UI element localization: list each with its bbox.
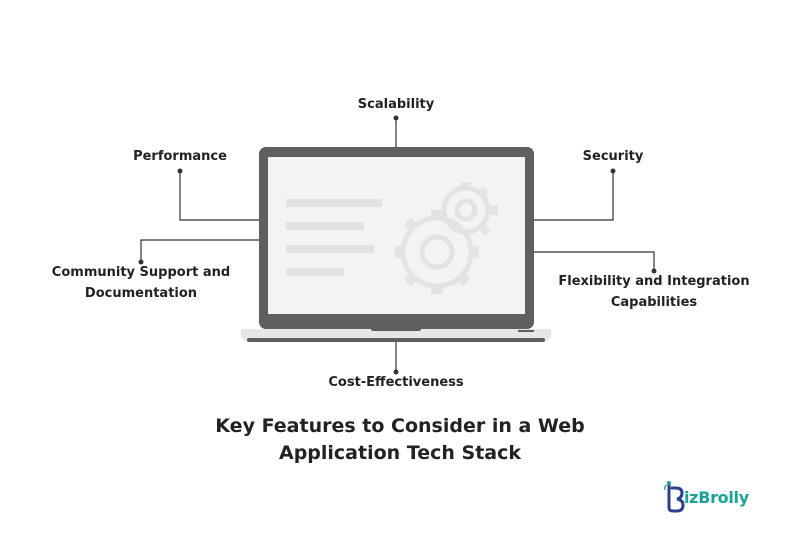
feature-flexibility-line2: Capabilities xyxy=(610,295,698,310)
connector-lines xyxy=(140,118,655,372)
gear-large-inner xyxy=(419,234,455,270)
feature-flexibility-line1: Flexibility and Integration xyxy=(558,274,750,289)
connector-dots xyxy=(138,115,657,375)
title-line-1: Key Features to Consider in a Web xyxy=(215,415,585,437)
feature-cost-effectiveness: Cost-Effectiveness xyxy=(328,375,464,390)
bizbrolly-logo: izBrolly xyxy=(664,480,764,514)
feature-flexibility: Flexibility and Integration Capabilities xyxy=(549,271,759,313)
laptop-hinge-notch xyxy=(371,326,421,331)
dot-flexibility xyxy=(651,268,657,274)
laptop-base-detail xyxy=(518,330,534,332)
diagram-title: Key Features to Consider in a Web Applic… xyxy=(150,413,650,467)
feature-community-line2: Documentation xyxy=(84,286,198,301)
dot-cost xyxy=(393,369,399,375)
title-line-2: Application Tech Stack xyxy=(278,442,522,464)
dot-security xyxy=(610,168,616,174)
logo-mark-icon xyxy=(664,481,685,513)
connector-security xyxy=(533,171,614,221)
feature-performance: Performance xyxy=(133,149,227,164)
logo-text: izBrolly xyxy=(684,488,749,507)
gear-teeth xyxy=(395,182,498,294)
feature-community-line1: Community Support and xyxy=(51,265,231,280)
feature-community-support: Community Support and Documentation xyxy=(41,262,241,304)
gear-small-inner xyxy=(454,198,478,222)
dot-performance xyxy=(177,168,183,174)
content-line-3 xyxy=(286,245,374,253)
laptop-base-bottom xyxy=(247,338,545,342)
connector-performance xyxy=(179,171,260,221)
laptop-screen xyxy=(268,157,525,314)
dot-community xyxy=(138,259,144,265)
connector-flexibility xyxy=(533,251,655,271)
content-line-4 xyxy=(286,268,344,276)
content-line-1 xyxy=(286,199,382,207)
laptop-illustration xyxy=(241,147,551,342)
content-line-2 xyxy=(286,222,364,230)
feature-security: Security xyxy=(582,149,644,164)
feature-scalability: Scalability xyxy=(357,97,435,112)
connector-community xyxy=(140,239,260,262)
dot-scalability xyxy=(393,115,399,121)
